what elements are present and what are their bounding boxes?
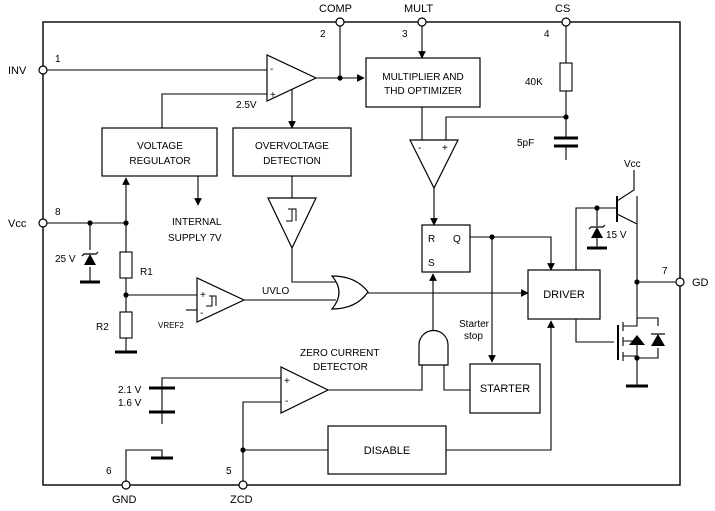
pin-inv-number: 1	[55, 54, 61, 65]
svg-text:OVERVOLTAGE: OVERVOLTAGE	[255, 141, 329, 152]
svg-text:THD OPTIMIZER: THD OPTIMIZER	[384, 86, 462, 97]
junction-dot	[634, 279, 640, 285]
svg-text:S: S	[428, 258, 435, 269]
mosfet-arrow	[629, 335, 645, 345]
v-1v6-label: 1.6 V	[118, 398, 142, 409]
svg-text:+: +	[200, 290, 206, 301]
pin-zcd-label: ZCD	[230, 494, 253, 506]
pin-cs-number: 4	[544, 29, 550, 40]
pin-comp: COMP 2	[319, 3, 352, 40]
svg-text:MULTIPLIER AND: MULTIPLIER AND	[382, 72, 464, 83]
overvoltage-block: OVERVOLTAGE DETECTION	[232, 127, 352, 177]
starter-stop-label-2: stop	[464, 331, 483, 342]
and-gate	[418, 329, 449, 366]
svg-text:REGULATOR: REGULATOR	[129, 156, 190, 167]
v-2v1-label: 2.1 V	[118, 385, 142, 396]
svg-text:+: +	[284, 376, 290, 387]
pwm-comparator: - +	[409, 139, 459, 190]
pin-gd-label: GD	[692, 277, 709, 289]
pin-gnd-label: GND	[112, 494, 137, 506]
pin-inv-label: INV	[8, 65, 27, 77]
pin-vcc-number: 8	[55, 207, 61, 218]
svg-text:DRIVER: DRIVER	[543, 289, 585, 301]
junction-dot	[594, 205, 600, 211]
r1-label: R1	[140, 267, 153, 278]
svg-text:R: R	[428, 234, 435, 245]
ref-2v5-label: 2.5V	[236, 100, 257, 111]
pin-mult: MULT 3	[402, 3, 433, 40]
disable-to-driver-wire	[446, 320, 555, 451]
chip-outline	[42, 21, 681, 486]
pin-vcc-label: Vcc	[8, 218, 27, 230]
svg-text:+: +	[442, 143, 448, 154]
r2-label: R2	[96, 322, 109, 333]
junction-dot	[87, 220, 93, 226]
starter-to-and-wire	[443, 365, 470, 391]
pin-comp-number: 2	[320, 29, 326, 40]
pin-cs-label: CS	[555, 3, 570, 15]
svg-text:DISABLE: DISABLE	[364, 445, 410, 457]
zcd-title-1: ZERO CURRENT	[300, 348, 379, 359]
pin-gd: GD 7	[662, 266, 709, 289]
pin-gd-number: 7	[662, 266, 668, 277]
multiplier-block: MULTIPLIER AND THD OPTIMIZER	[365, 57, 481, 108]
zener-15v-bar	[588, 224, 606, 230]
flipflop-wiring	[470, 236, 555, 363]
junction-dot	[337, 75, 343, 81]
junction-dot	[123, 292, 129, 298]
svg-text:-: -	[285, 396, 288, 407]
zener-15v	[591, 227, 603, 238]
pin-inv: INV 1	[8, 54, 61, 77]
svg-text:Q: Q	[453, 234, 461, 245]
voltage-regulator-block: VOLTAGE REGULATOR	[101, 127, 218, 177]
junction-dot	[123, 220, 129, 226]
output-stage	[575, 170, 676, 388]
svg-text:-: -	[200, 308, 203, 319]
svg-text:-: -	[418, 143, 421, 154]
svg-text:VOLTAGE: VOLTAGE	[137, 141, 183, 152]
driver-block: DRIVER	[527, 269, 601, 320]
vref2-label: VREF2	[158, 321, 184, 330]
zcd-comparator: + -	[280, 366, 330, 414]
junction-dot	[489, 234, 495, 240]
svg-text:STARTER: STARTER	[480, 383, 530, 395]
zener-25v-label: 25 V	[55, 254, 76, 265]
or-gate	[330, 275, 369, 310]
capacitor-5pf-label: 5pF	[517, 138, 534, 149]
pin-vcc: Vcc 8	[8, 207, 61, 230]
starter-stop-label-1: Starter	[459, 319, 490, 330]
pin-mult-number: 3	[402, 29, 408, 40]
zcd-title-2: DETECTOR	[313, 362, 368, 373]
zcd-wiring	[125, 365, 423, 481]
zener-25v	[81, 251, 99, 265]
junction-dot	[563, 114, 569, 120]
error-amp-wiring	[47, 26, 365, 129]
pin-zcd-number: 5	[226, 466, 232, 477]
starter-block: STARTER	[469, 363, 541, 414]
vcc-driver-label: Vcc	[624, 159, 641, 170]
disable-block: DISABLE	[327, 425, 447, 475]
internal-supply-label-2: SUPPLY 7V	[168, 233, 222, 244]
junction-dot	[240, 447, 246, 453]
ovp-to-or-wire	[291, 248, 336, 283]
zener-15v-label: 15 V	[606, 230, 627, 241]
pin-gnd: GND 6	[106, 466, 137, 506]
junction-dot	[634, 355, 640, 361]
uvlo-comparator: + -	[196, 277, 246, 323]
svg-text:DETECTION: DETECTION	[263, 156, 321, 167]
rs-flipflop: R Q S	[421, 224, 471, 273]
schmitt-buffer	[267, 197, 317, 250]
pin-gnd-number: 6	[106, 466, 112, 477]
body-diode	[651, 334, 665, 346]
pin-zcd: ZCD 5	[226, 466, 253, 506]
svg-text:-: -	[270, 64, 273, 75]
pin-mult-label: MULT	[404, 3, 433, 15]
internal-supply-label-1: INTERNAL	[172, 217, 222, 228]
resistor-40k-label: 40K	[525, 77, 543, 88]
svg-text:+: +	[270, 90, 276, 101]
uvlo-label: UVLO	[262, 286, 289, 297]
pin-comp-label: COMP	[319, 3, 352, 15]
